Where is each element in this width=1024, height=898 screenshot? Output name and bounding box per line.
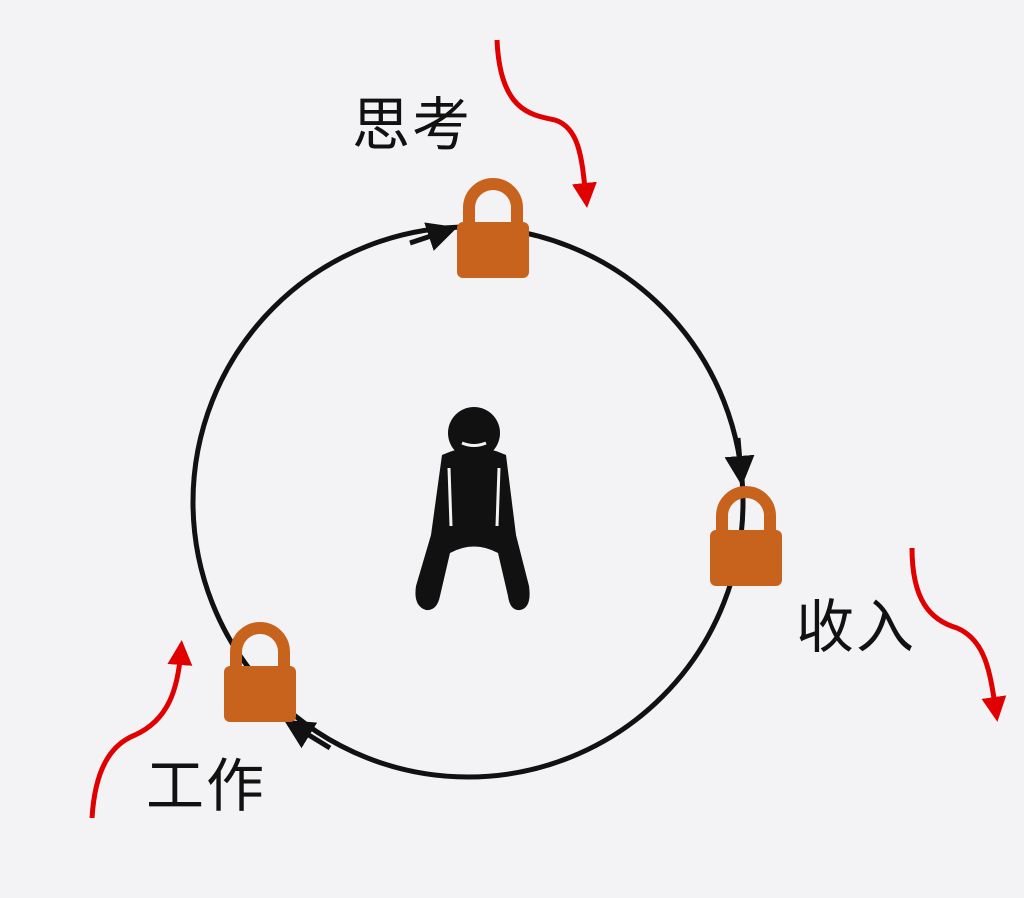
income-label: 收入 bbox=[796, 593, 917, 661]
padlock-icon bbox=[224, 622, 296, 722]
pressure-arrow-top bbox=[494, 39, 597, 208]
pressure-arrow-right bbox=[909, 547, 1007, 722]
padlock-icon bbox=[710, 486, 782, 586]
thinking-label: 思考 bbox=[352, 91, 473, 159]
cycle-arrow-right bbox=[724, 437, 755, 486]
work-label: 工作 bbox=[146, 752, 267, 820]
padlock-icon bbox=[457, 178, 529, 278]
pressure-arrow-left bbox=[89, 640, 193, 819]
cycle-arrow-top bbox=[409, 222, 458, 251]
cycle-arrow-bottom bbox=[283, 719, 332, 751]
tired-person-icon bbox=[415, 407, 530, 611]
